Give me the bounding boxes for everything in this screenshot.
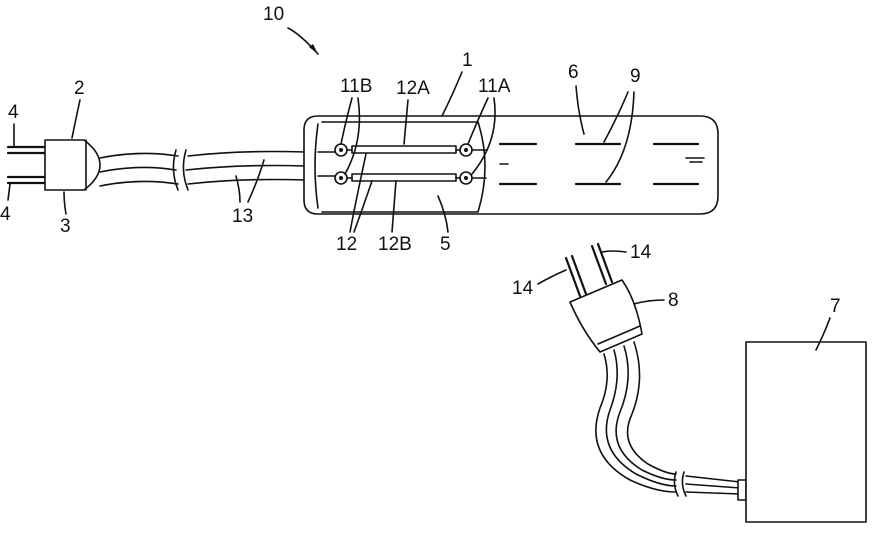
label-3: 3 xyxy=(60,216,71,237)
leader-11a-b xyxy=(471,97,496,175)
leader-11b-b xyxy=(344,97,361,175)
cord-left-b xyxy=(99,166,177,173)
leader-9-a xyxy=(603,91,629,143)
label-12a: 12A xyxy=(396,78,430,99)
adapter-box-outline xyxy=(745,341,867,523)
leader-12b xyxy=(391,180,397,233)
label-11a: 11A xyxy=(478,76,511,97)
leader-12-a xyxy=(349,153,367,233)
leader-1 xyxy=(441,71,463,117)
label-7: 7 xyxy=(830,296,841,317)
label-1: 1 xyxy=(462,50,473,71)
leader-3 xyxy=(63,191,67,215)
label-2: 2 xyxy=(74,78,85,99)
plug-body xyxy=(44,139,101,191)
leader-14-left xyxy=(537,269,567,285)
board-outline xyxy=(321,121,486,213)
label-12: 12 xyxy=(336,234,357,255)
adapter-plug-ridge xyxy=(597,325,641,345)
cord-left-c xyxy=(99,180,179,187)
label-4-top: 4 xyxy=(8,102,19,123)
adapter-prong-1a xyxy=(564,256,582,298)
leader-7 xyxy=(815,317,831,351)
arrowhead-10 xyxy=(309,44,318,54)
contacts: 11B 12A 11A 12 12B 5 xyxy=(317,76,511,255)
contact-11b-bottom-dot xyxy=(339,176,343,180)
contact-11a-bottom-dot xyxy=(464,176,468,180)
housing: 1 xyxy=(303,50,719,215)
adapter-prong-1b xyxy=(570,254,588,296)
housing-outline xyxy=(303,115,719,215)
bar-12b xyxy=(351,173,457,182)
leader-13a xyxy=(235,175,241,203)
adapter-cord-c xyxy=(626,341,677,475)
leader-12-b xyxy=(353,180,373,233)
adapter-plug: 14 14 8 xyxy=(512,242,679,353)
label-5: 5 xyxy=(440,234,451,255)
adapter-cord-grommet xyxy=(737,479,747,501)
contact-11a-top-dot xyxy=(464,148,468,152)
label-4-bottom: 4 xyxy=(0,204,11,225)
leader-9-b xyxy=(605,91,635,183)
leader-13b xyxy=(247,159,265,203)
bar-12a xyxy=(351,145,457,154)
adapter-cord-end-c xyxy=(685,491,741,495)
cord-right-c xyxy=(187,178,307,185)
adapter-prong-2a xyxy=(590,244,608,286)
adapter-cord-end-b xyxy=(685,483,741,489)
leader-11b-a xyxy=(340,97,353,145)
adapter-cord-b xyxy=(615,345,677,481)
leader-5 xyxy=(437,195,449,233)
adapter-cord-end-a xyxy=(685,475,741,483)
adapter-cord-break-2 xyxy=(681,471,687,497)
label-9: 9 xyxy=(630,66,641,87)
leader-2 xyxy=(71,99,81,139)
adapter-cord xyxy=(595,341,747,501)
leader-8 xyxy=(633,299,665,305)
leader-12a xyxy=(403,99,409,145)
label-14-left: 14 xyxy=(512,278,534,299)
outlet-slots: 6 9 xyxy=(498,62,705,186)
label-8: 8 xyxy=(668,290,679,311)
label-6: 6 xyxy=(568,62,579,83)
adapter-cord-a xyxy=(605,349,677,487)
cord-break-1 xyxy=(172,149,179,191)
contact-11b-top-dot xyxy=(339,148,343,152)
leader-11a-a xyxy=(467,97,489,145)
adapter-cord-break-1 xyxy=(673,471,679,497)
adapter-box: 7 xyxy=(745,296,867,523)
leader-4-bottom xyxy=(7,183,11,201)
left-plug: 2 3 4 4 xyxy=(0,78,101,237)
adapter-cord-d xyxy=(595,353,677,493)
label-11b: 11B xyxy=(340,76,372,97)
label-12b: 12B xyxy=(378,234,412,255)
label-13: 13 xyxy=(232,206,253,227)
adapter-prong-2b xyxy=(596,242,614,284)
cord-right-b xyxy=(185,164,307,171)
leader-6 xyxy=(575,85,585,135)
main-cord: 13 xyxy=(99,149,307,227)
housing-end-curve xyxy=(314,123,319,209)
assembly-reference: 10 xyxy=(263,4,319,55)
leader-14-right xyxy=(601,250,627,253)
cord-right-a xyxy=(187,150,307,157)
adapter-plug-body xyxy=(569,279,643,353)
label-14-right: 14 xyxy=(630,242,652,263)
label-10: 10 xyxy=(263,4,284,25)
cord-left-a xyxy=(99,152,179,159)
cord-break-2 xyxy=(182,149,189,191)
